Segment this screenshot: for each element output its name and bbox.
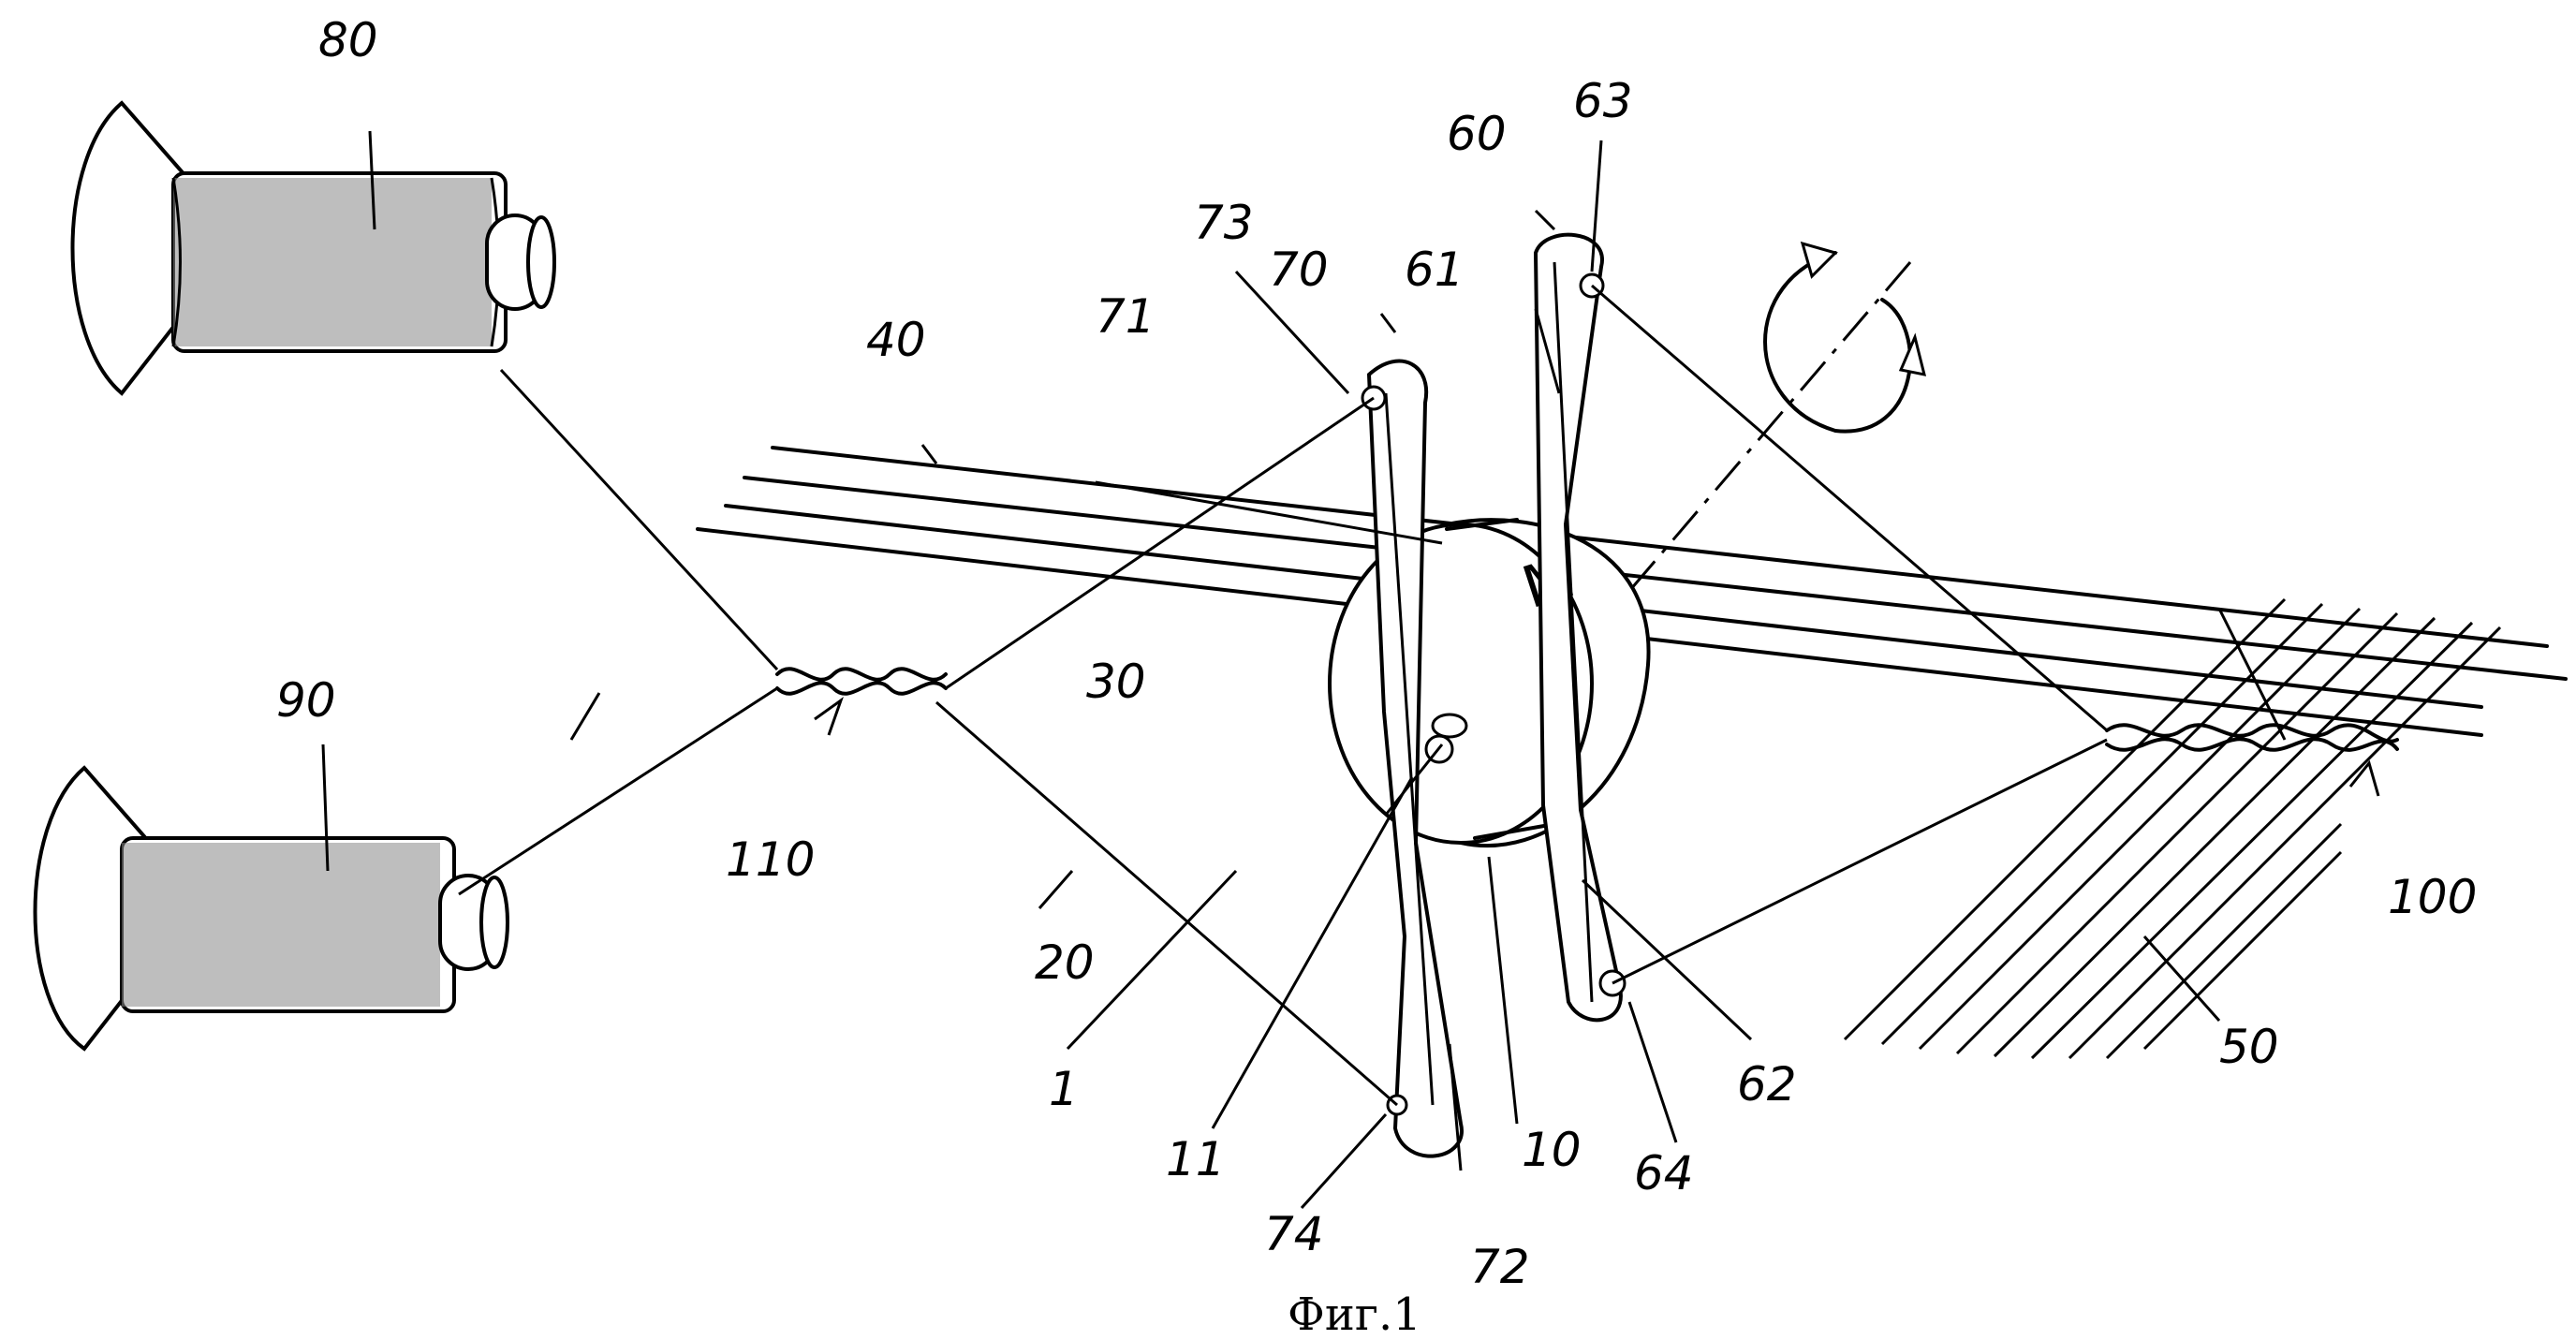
label-90: 90 (276, 673, 336, 728)
label-50: 50 (2219, 1020, 2279, 1074)
figure-caption: Фиг.1 (1288, 1288, 1421, 1340)
label-61: 61 (1405, 243, 1465, 297)
label-62: 62 (1737, 1057, 1797, 1112)
yarn-paths (459, 286, 2107, 1105)
label-100: 100 (2388, 870, 2477, 924)
label-72: 72 (1470, 1240, 1530, 1294)
label-71: 71 (1096, 289, 1156, 344)
label-20: 20 (1035, 935, 1095, 990)
label-110: 110 (726, 832, 815, 887)
label-64: 64 (1634, 1146, 1694, 1200)
label-70: 70 (1269, 243, 1329, 297)
spool-80 (73, 103, 555, 393)
fabric-grid-50 (1845, 599, 2500, 1058)
spool-90 (36, 768, 508, 1049)
label-30: 30 (1086, 655, 1146, 709)
label-60: 60 (1447, 107, 1507, 161)
label-74: 74 (1264, 1207, 1324, 1261)
twisted-yarn-110 (777, 669, 946, 735)
label-1: 1 (1049, 1062, 1079, 1116)
label-10: 10 (1522, 1123, 1582, 1177)
label-80: 80 (318, 13, 378, 67)
label-73: 73 (1194, 196, 1254, 250)
label-63: 63 (1573, 74, 1633, 128)
label-40: 40 (866, 313, 926, 367)
label-11: 11 (1166, 1132, 1226, 1186)
